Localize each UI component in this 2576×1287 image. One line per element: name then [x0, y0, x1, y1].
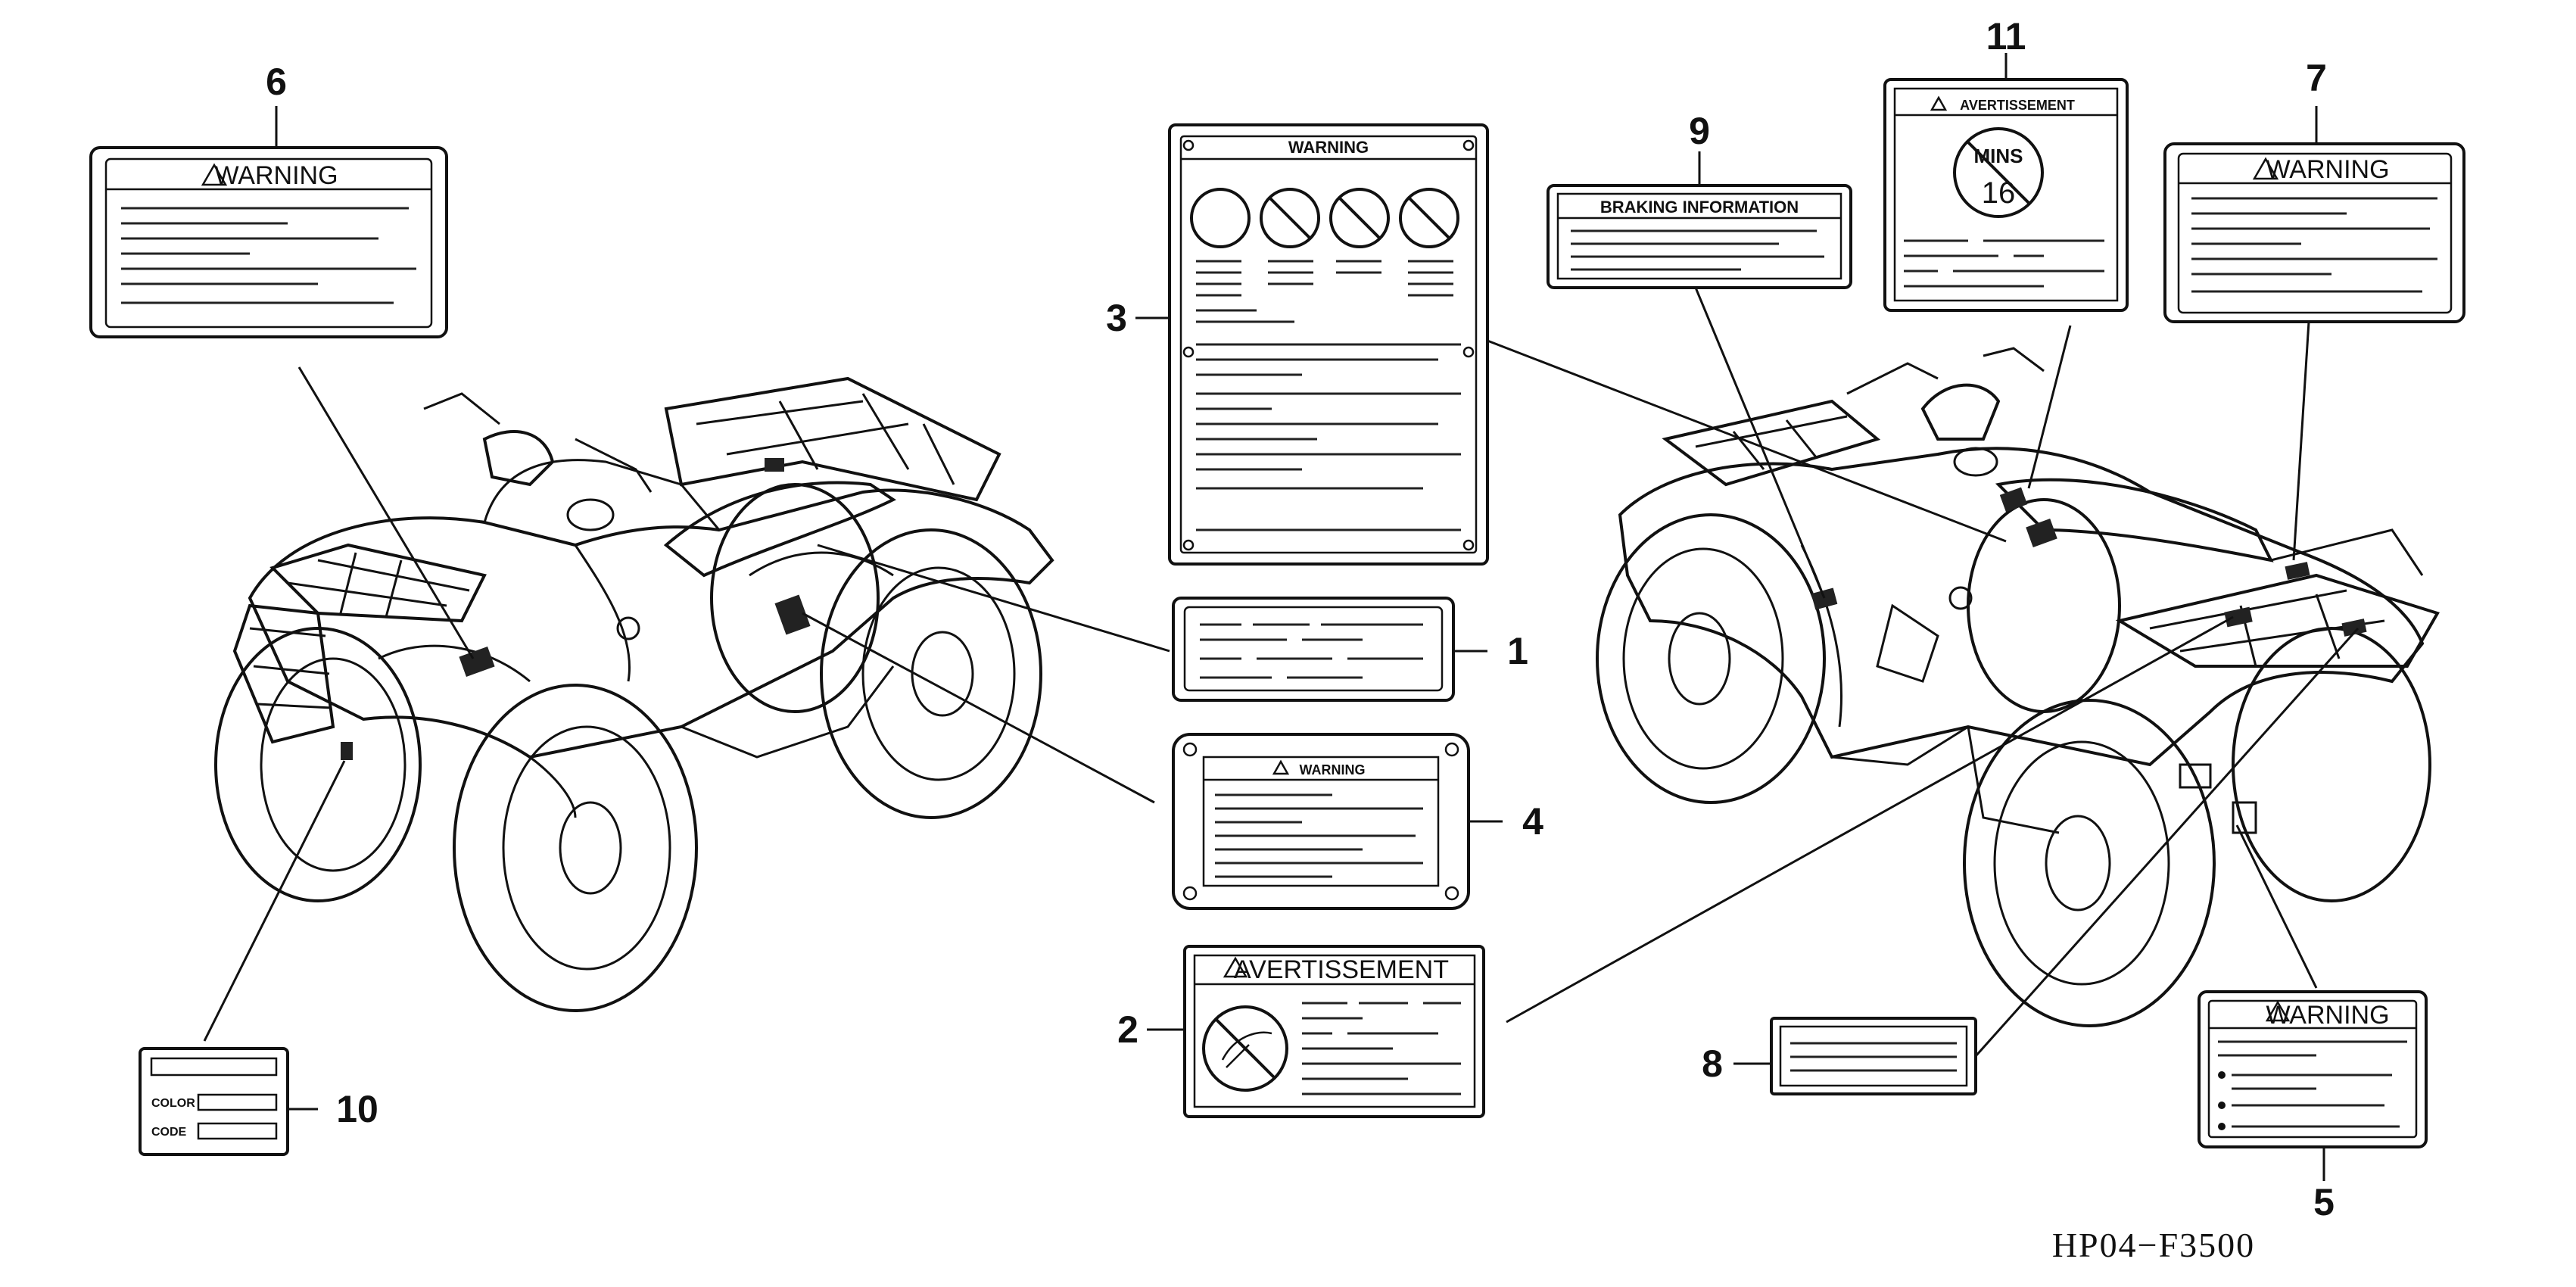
- callout-6: 6: [266, 61, 287, 103]
- warning-triangle-icon: [201, 163, 228, 186]
- label-2-avertissement-plate: AVERTISSEMENT: [1183, 945, 1485, 1118]
- label-10-color-code-plate: COLOR CODE: [139, 1047, 289, 1156]
- label-2-title: AVERTISSEMENT: [1234, 955, 1449, 984]
- label-7-warning-plate: WARNING: [2163, 142, 2465, 323]
- label-3-title: WARNING: [1288, 138, 1369, 157]
- label-1-plate: [1172, 597, 1455, 702]
- atv-right-illustration: [1596, 347, 2440, 1027]
- callout-7: 7: [2306, 57, 2327, 99]
- prohibition-icon: [1190, 188, 1459, 248]
- label-9-braking-information-plate: BRAKING INFORMATION: [1547, 184, 1852, 289]
- callout-9: 9: [1689, 110, 1710, 152]
- label-7-title: WARNING: [2266, 155, 2389, 184]
- label-11-badge-text: MINS: [1974, 145, 2023, 167]
- prohibition-icon: [1202, 1005, 1288, 1092]
- warning-triangle-icon: [2252, 157, 2279, 180]
- callout-2: 2: [1117, 1008, 1138, 1051]
- label-6-warning-plate: WARNING: [89, 146, 448, 338]
- label-4-warning-plate: WARNING: [1172, 733, 1470, 910]
- label-11-avertissement-plate: AVERTISSEMENT MINS 16: [1883, 78, 2129, 312]
- label-11-title: AVERTISSEMENT: [1960, 98, 2075, 113]
- label-10-code-text: CODE: [151, 1126, 187, 1139]
- callout-4: 4: [1522, 800, 1543, 843]
- callout-3: 3: [1106, 297, 1127, 339]
- label-10-color-text: COLOR: [151, 1097, 195, 1110]
- warning-triangle-icon: [1930, 95, 1948, 111]
- callout-5: 5: [2313, 1181, 2335, 1223]
- label-6-title: WARNING: [214, 161, 338, 190]
- callout-1: 1: [1507, 630, 1528, 672]
- atv-left-illustration: [214, 376, 1054, 1012]
- callout-ticks: [275, 53, 2325, 1181]
- label-8-plate: [1770, 1017, 1977, 1095]
- warning-triangle-icon: [1272, 759, 1290, 775]
- warning-triangle-icon: [2265, 1000, 2291, 1022]
- prohibition-icon: MINS 16: [1953, 127, 2044, 218]
- label-4-title: WARNING: [1300, 762, 1366, 777]
- warning-triangle-icon: [1223, 956, 1248, 978]
- callout-numbers: 6 3 1 4 2 9 11 7 8 5 10: [266, 15, 2335, 1223]
- label-11-age-badge: 16: [1982, 176, 2016, 210]
- label-5-title: WARNING: [2266, 1001, 2389, 1030]
- callout-10: 10: [336, 1088, 378, 1130]
- callout-11: 11: [1986, 15, 2026, 58]
- callout-8: 8: [1702, 1042, 1723, 1085]
- label-9-title: BRAKING INFORMATION: [1600, 198, 1799, 217]
- label-3-warning-plate: WARNING: [1168, 123, 1489, 566]
- drawing-code: HP04−F3500: [2052, 1226, 2255, 1264]
- label-5-warning-plate: WARNING: [2198, 990, 2428, 1148]
- leader-lines: [203, 287, 2360, 1057]
